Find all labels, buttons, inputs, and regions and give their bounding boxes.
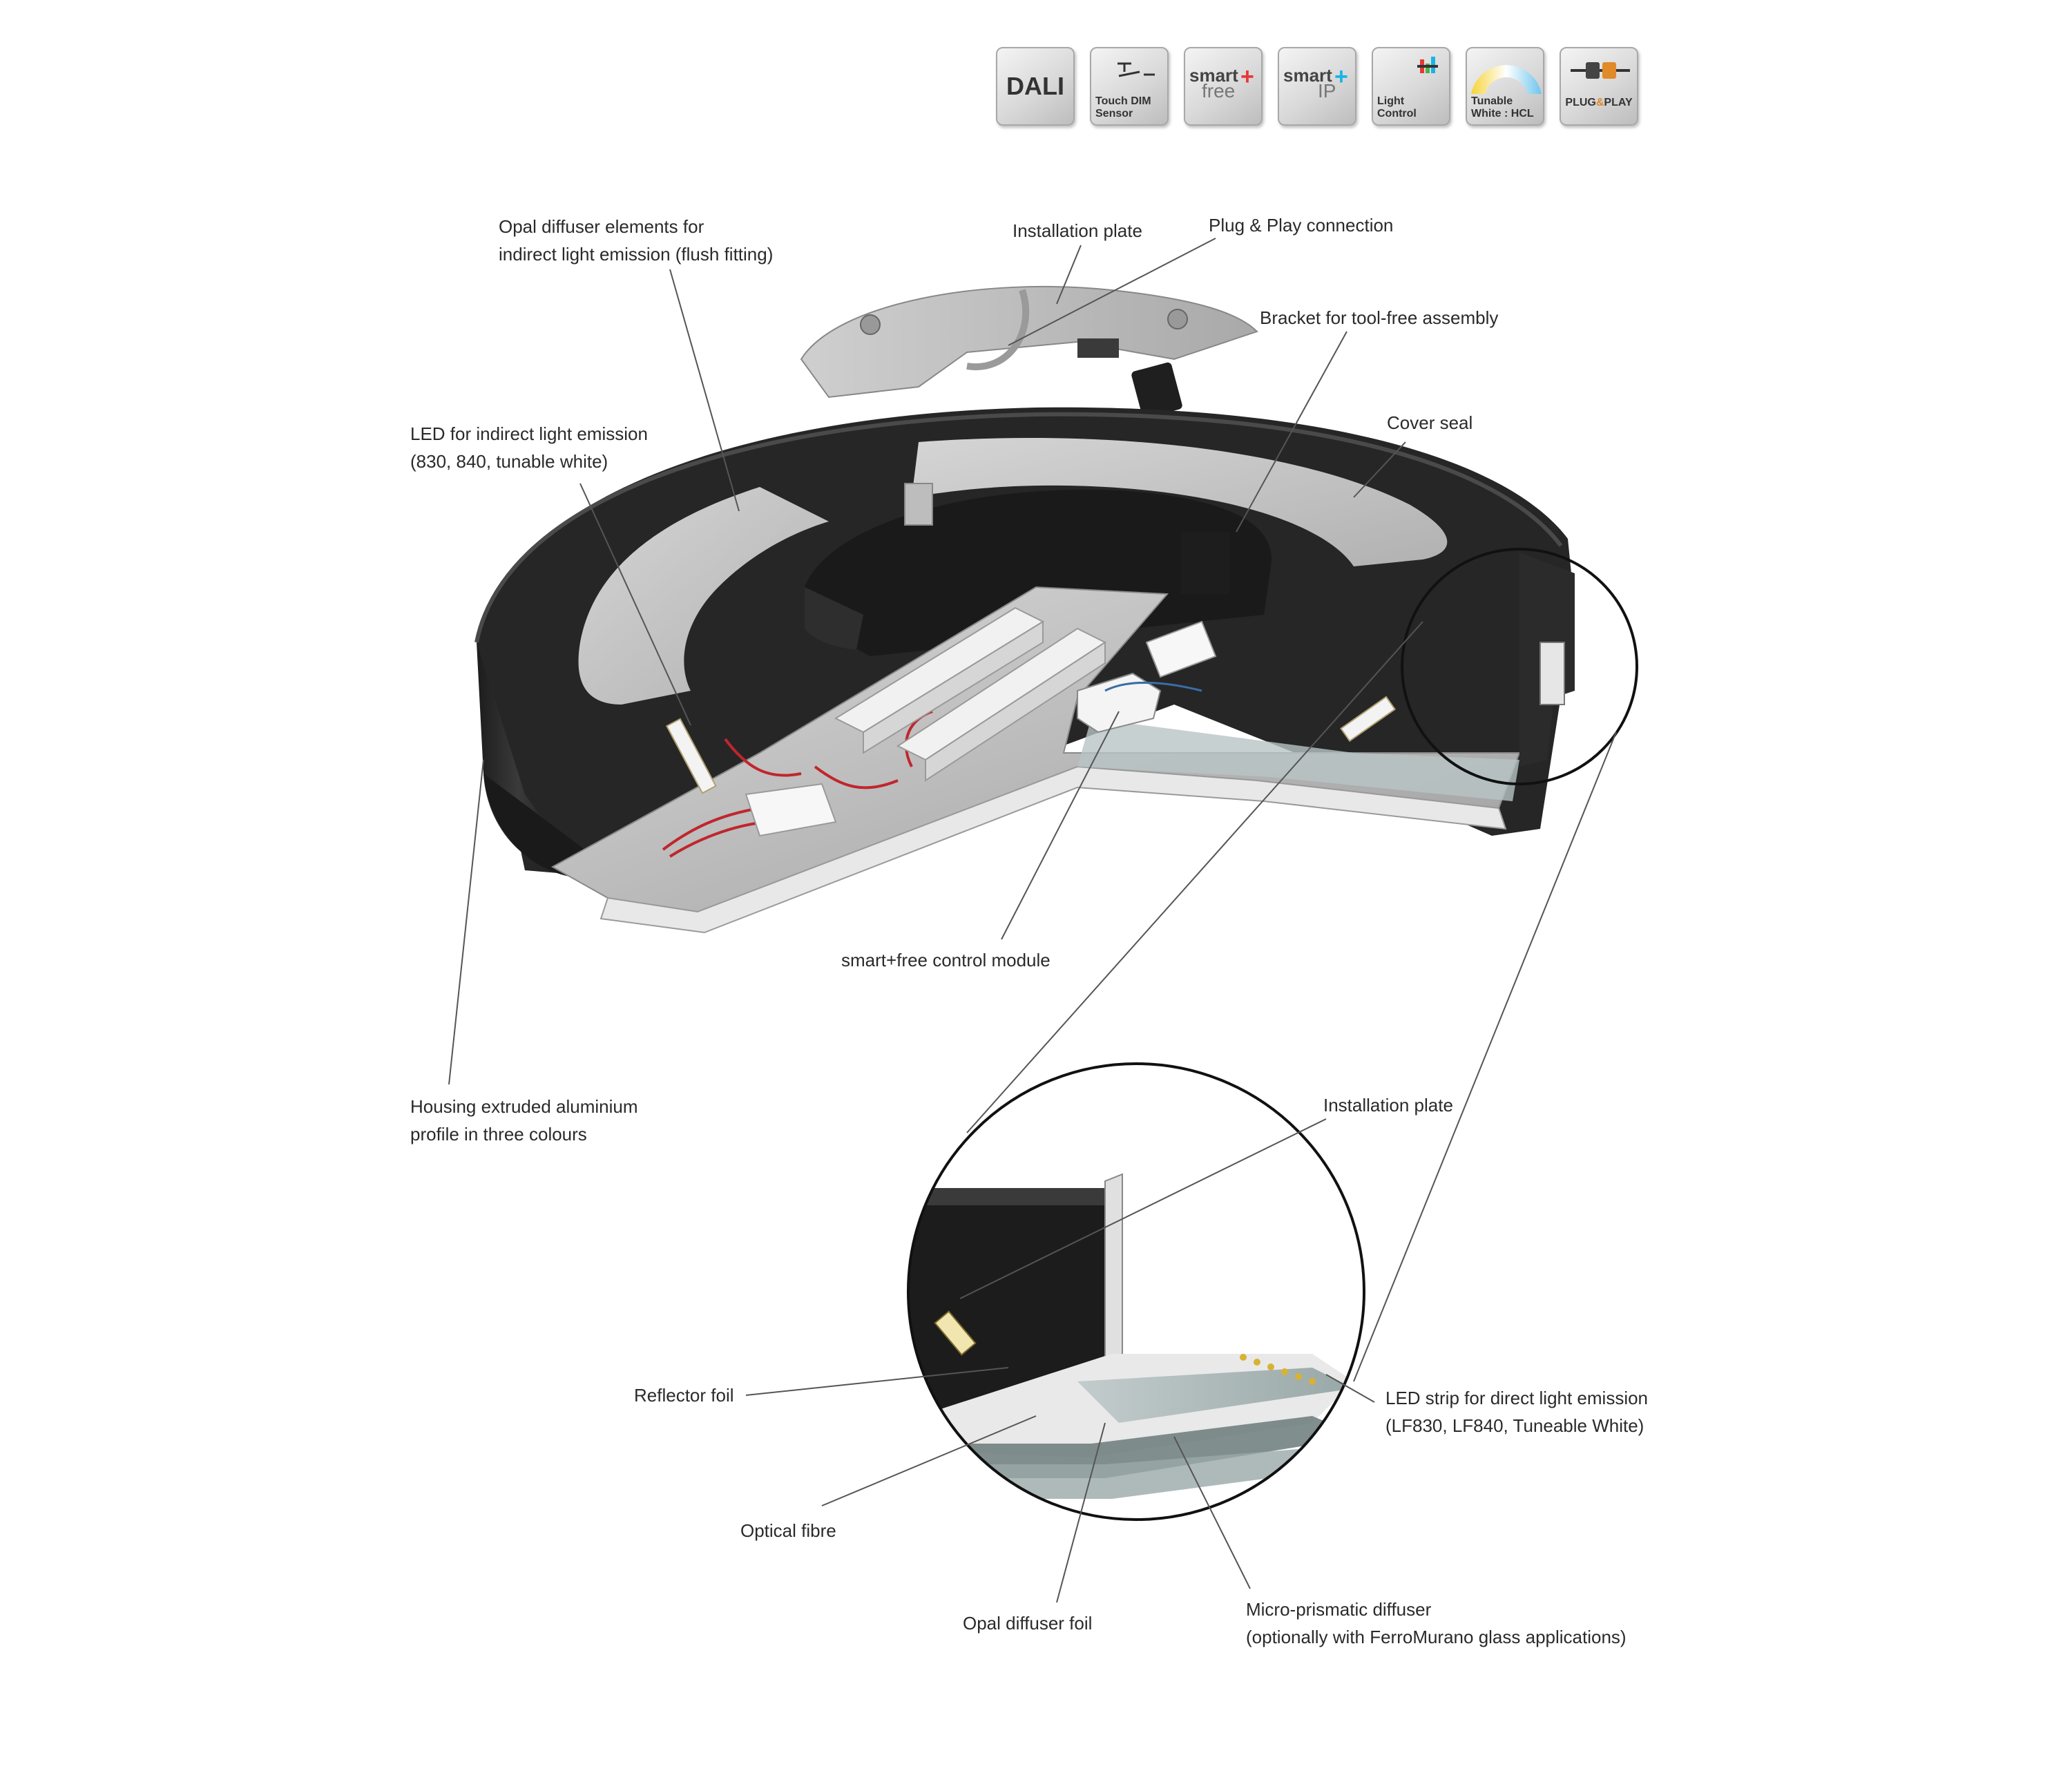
light-control-icon — [1417, 57, 1438, 73]
badge-smart-free: smart free + — [1184, 47, 1263, 126]
magnifier-ring — [1401, 548, 1638, 785]
label-led-indirect: LED for indirect light emission (830, 84… — [410, 420, 648, 475]
label-opal-diffuser-elements: Opal diffuser elements for indirect ligh… — [499, 213, 773, 268]
label-micro-prismatic-line1: Micro-prismatic diffuser — [1246, 1599, 1432, 1620]
tunable-white-arc-icon — [1471, 65, 1542, 94]
badge-plug-play-text: PLUG&PLAY — [1561, 97, 1637, 109]
badge-light-control-line1: Light — [1377, 95, 1405, 107]
play-text: PLAY — [1604, 97, 1633, 108]
label-led-indirect-line1: LED for indirect light emission — [410, 423, 648, 444]
label-led-strip: LED strip for direct light emission (LF8… — [1385, 1384, 1648, 1439]
badge-tunable-white-line1: Tunable — [1471, 95, 1513, 107]
badge-smart-ip-sub: IP — [1318, 80, 1336, 102]
leader-lines — [448, 238, 1406, 1603]
led-strip-indirect — [665, 696, 1397, 794]
label-optical-fibre: Optical fibre — [740, 1520, 836, 1541]
touch-dim-icon — [1117, 62, 1155, 77]
badge-plug-play: PLUG&PLAY — [1560, 47, 1638, 126]
badge-touch-dim-line2: Sensor — [1095, 108, 1133, 119]
badge-smart-ip: smart IP + — [1278, 47, 1356, 126]
label-installation-plate-top: Installation plate — [1013, 220, 1142, 241]
badge-light-control-line2: Control — [1377, 108, 1417, 119]
badge-light-control: Light Control — [1372, 47, 1450, 126]
central-cylinder — [805, 489, 1272, 656]
badge-touch-dim-line1: Touch DIM — [1095, 95, 1151, 107]
label-micro-prismatic: Micro-prismatic diffuser (optionally wit… — [1246, 1596, 1627, 1651]
led-drivers — [834, 606, 1107, 782]
label-led-strip-line1: LED strip for direct light emission — [1385, 1388, 1649, 1408]
badge-touch-dim: Touch DIM Sensor — [1090, 47, 1169, 126]
label-opal-diffuser-elements-line1: Opal diffuser elements for — [499, 216, 704, 237]
opal-diffuser-arcs — [578, 438, 1448, 705]
smart-free-module — [1077, 672, 1202, 734]
terminal-block — [745, 620, 1217, 837]
label-installation-plate-detail: Installation plate — [1323, 1095, 1453, 1116]
magnifier-connectors — [966, 621, 1617, 1382]
label-plug-play-connection: Plug & Play connection — [1209, 215, 1394, 236]
label-housing-line2: profile in three colours — [410, 1124, 587, 1145]
label-led-strip-line2: (LF830, LF840, Tuneable White) — [1385, 1415, 1644, 1436]
badge-smart-free-top: smart — [1189, 65, 1238, 86]
plug-text: PLUG — [1565, 97, 1596, 108]
cyan-plus-icon: + — [1334, 64, 1348, 90]
edge-profile — [1519, 553, 1575, 767]
aluminium-tray — [550, 586, 1521, 934]
amp-text: & — [1595, 97, 1604, 108]
label-reflector-foil: Reflector foil — [634, 1385, 734, 1406]
badge-dali-text: DALI — [1006, 72, 1064, 100]
label-opal-diffuser-foil: Opal diffuser foil — [963, 1613, 1093, 1634]
bracket — [904, 483, 1229, 594]
installation-plate — [800, 285, 1258, 399]
badge-smart-free-sub: free — [1202, 80, 1236, 102]
badge-tunable-white-line2: White : HCL — [1471, 108, 1534, 119]
red-plus-icon: + — [1240, 64, 1254, 90]
detail-view — [907, 1062, 1365, 1521]
label-smart-free-module: smart+free control module — [841, 950, 1051, 970]
label-led-indirect-line2: (830, 840, tunable white) — [410, 451, 608, 472]
label-housing: Housing extruded aluminium profile in th… — [410, 1093, 638, 1148]
label-bracket: Bracket for tool-free assembly — [1260, 307, 1499, 328]
label-opal-diffuser-elements-line2: indirect light emission (flush fitting) — [499, 244, 774, 265]
label-micro-prismatic-line2: (optionally with FerroMurano glass appli… — [1246, 1627, 1627, 1647]
plug-icon — [1571, 62, 1630, 79]
label-housing-line1: Housing extruded aluminium — [410, 1096, 638, 1117]
badge-dali: DALI — [996, 47, 1075, 126]
badge-tunable-white: Tunable White : HCL — [1466, 47, 1544, 126]
badge-smart-ip-top: smart — [1283, 65, 1332, 86]
label-cover-seal: Cover seal — [1387, 412, 1473, 433]
